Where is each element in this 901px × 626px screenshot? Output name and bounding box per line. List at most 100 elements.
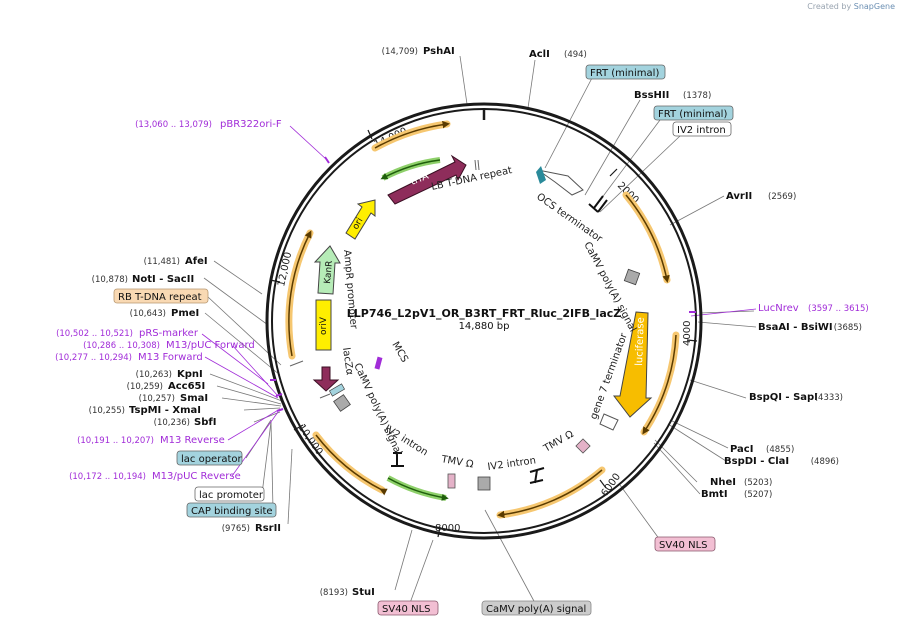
trfA-feature — [387, 154, 467, 205]
ocs-terminator-feature — [537, 169, 584, 196]
site-name: AfeI — [185, 256, 208, 267]
box-lac-promoter: lac promoter — [194, 486, 265, 502]
primer-name: M13 Reverse — [160, 435, 225, 446]
box-text: SV40 NLS — [382, 604, 431, 615]
intron-symbols — [391, 195, 608, 484]
site-name: AvrII — [726, 191, 752, 202]
plasmid-name: LLP746_L2pV1_OR_B3RT_FRT_Rluc_2IFB_lacZ — [347, 307, 622, 320]
site-noti: (10,878) NotI - SacII — [92, 274, 195, 285]
site-kpni: (10,263) KpnI — [136, 369, 203, 380]
tmv-omega-label: TMV Ω — [541, 429, 576, 455]
lb-repeat-marks — [474, 159, 480, 171]
site-pshai: (14,709) PshAI — [382, 46, 455, 57]
box-text: RB T-DNA repeat — [118, 292, 202, 303]
site-pos: (11,481) — [144, 257, 180, 267]
plasmid-length: 14,880 bp — [459, 321, 510, 332]
site-pos: (494) — [564, 50, 587, 60]
ori-feature — [345, 199, 376, 240]
tick-marks — [269, 129, 698, 538]
site-avrii: AvrII (2569) — [726, 191, 796, 202]
site-name: PacI — [730, 444, 753, 455]
site-pos: (14,709) — [382, 47, 418, 57]
site-name: PshAI — [423, 46, 455, 57]
site-bsaai: BsaAI - BsiWI(3685) — [758, 322, 862, 333]
site-name: SbfI — [194, 417, 216, 428]
boxed-labels: FRT (minimal) FRT (minimal) IV2 intron R… — [113, 64, 734, 616]
primer-range: (10,286 .. 10,308) — [83, 341, 160, 351]
primer-m13-rev: (10,191 .. 10,207)M13 Reverse — [77, 435, 225, 446]
site-name: Acc65I — [168, 381, 205, 392]
site-name: BmtI — [701, 489, 728, 500]
oriv-label: oriV — [319, 316, 329, 335]
site-afei: (11,481) AfeI — [144, 256, 208, 267]
restriction-sites: (14,709)PshAI AclI(494) BssHII(1378) Avr… — [89, 46, 862, 598]
green-arrows — [380, 157, 449, 501]
site-pos: (8193) — [320, 588, 348, 598]
site-bmti: BmtI (5207) — [701, 489, 772, 500]
tick-label: 4000 — [682, 321, 693, 346]
site-pmei: (10,643) PmeI — [130, 308, 200, 319]
site-pos: (9765) — [222, 524, 250, 534]
box-text: FRT (minimal) — [590, 68, 659, 79]
iv2-intron-label: IV2 intron — [487, 455, 537, 473]
site-bspqi: BspQI - SapI(4333) — [749, 392, 843, 403]
box-text: FRT (minimal) — [658, 109, 727, 120]
site-pos: (5207) — [744, 490, 772, 500]
primer-name: M13/pUC Forward — [166, 340, 255, 351]
oriv-feature — [315, 299, 332, 351]
ampr-marks — [289, 360, 331, 399]
site-name: PmeI — [171, 308, 199, 319]
site-name: StuI — [352, 587, 375, 598]
lac-operator-box — [328, 383, 346, 397]
site-pos: (1378) — [683, 91, 711, 101]
primer-range: (3597 .. 3615) — [808, 304, 869, 314]
primer-m13puc-rev: (10,172 .. 10,194)M13/pUC Reverse — [69, 471, 241, 482]
site-pos: (10,263) — [136, 370, 172, 380]
site-acli: AclI(494) — [529, 49, 587, 60]
site-sbfi: (10,236) SbfI — [154, 417, 217, 428]
camv-polya-marker — [623, 268, 641, 286]
primer-range: (10,172 .. 10,194) — [69, 472, 146, 482]
site-name: BspDI - ClaI — [724, 456, 789, 467]
site-name: NotI - SacII — [132, 274, 194, 285]
site-pos: (10,259) — [127, 382, 163, 392]
site-name: BspQI - SapI — [749, 392, 818, 403]
box-text: CAP binding site — [191, 506, 273, 517]
site-stui: (8193) StuI — [320, 587, 375, 598]
kanr-label: KanR — [323, 260, 335, 284]
site-name: RsrII — [255, 523, 281, 534]
primer-labels: (13,060 .. 13,079)pBR322ori-F LucNrev(35… — [55, 119, 869, 482]
site-pos: (5203) — [744, 478, 772, 488]
orf-arrows — [285, 120, 680, 519]
site-pos: (10,643) — [130, 309, 166, 319]
site-name: SmaI — [180, 393, 208, 404]
primer-leaders — [201, 125, 757, 477]
site-pos: (4896) — [811, 457, 839, 467]
camv-polya-label-2: CaMV poly(A) signal — [351, 362, 403, 458]
lacz-feature — [312, 366, 340, 392]
site-pos: (10,236) — [154, 418, 190, 428]
primer-m13-fwd: (10,277 .. 10,294)M13 Forward — [55, 352, 203, 363]
site-pos: (2569) — [768, 192, 796, 202]
gene7-term-marker — [599, 413, 619, 431]
kanr-feature — [313, 245, 341, 295]
tick-label: 8000 — [435, 523, 460, 534]
camv-polya-marker-3 — [333, 394, 351, 412]
tmv-omega-marker-2 — [447, 473, 456, 489]
tmv-omega-marker — [575, 438, 591, 454]
site-name: BsaAI - BsiWI — [758, 322, 833, 333]
brand-name: SnapGene — [853, 2, 895, 11]
primer-m13puc-fwd: (10,286 .. 10,308) M13/pUC Forward — [83, 340, 255, 351]
site-pos: (10,878) — [92, 275, 128, 285]
box-text: CaMV poly(A) signal — [486, 604, 586, 615]
site-pos: (10,255) — [89, 406, 125, 416]
primer-name: pBR322ori-F — [220, 119, 282, 130]
site-name: KpnI — [177, 369, 203, 380]
box-lac-operator: lac operator — [176, 450, 242, 466]
luciferase-feature — [612, 311, 653, 418]
box-text: IV2 intron — [677, 125, 726, 136]
primer-name: pRS-marker — [139, 328, 199, 339]
site-name: TspMI - XmaI — [129, 405, 201, 416]
site-pos: (4333) — [815, 393, 843, 403]
frt-marker — [536, 166, 546, 184]
